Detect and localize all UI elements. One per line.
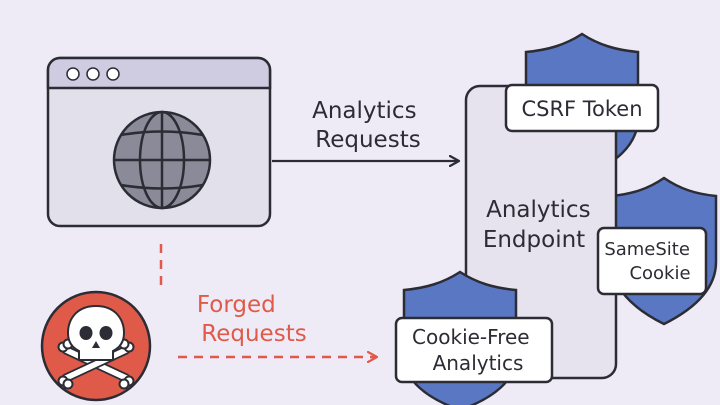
csrf-token-box <box>504 83 660 133</box>
skull-crossbones-icon <box>40 290 152 402</box>
window-dot-icon <box>66 67 80 81</box>
window-dot-icon <box>106 67 120 81</box>
globe-icon <box>112 110 212 210</box>
cookie-free-analytics-box <box>394 316 554 384</box>
csrf-token-label: CSRF Token <box>521 97 642 121</box>
forged-requests-label: Forged Requests <box>197 292 307 347</box>
samesite-cookie-box <box>596 226 708 296</box>
analytics-endpoint-label: Analytics Endpoint <box>483 197 598 253</box>
cookie-free-analytics-label: Cookie-Free Analytics <box>412 325 536 375</box>
window-dot-icon <box>86 67 100 81</box>
analytics-requests-label: Analytics Requests <box>312 98 424 153</box>
samesite-cookie-label: SameSite Cookie <box>604 239 695 284</box>
